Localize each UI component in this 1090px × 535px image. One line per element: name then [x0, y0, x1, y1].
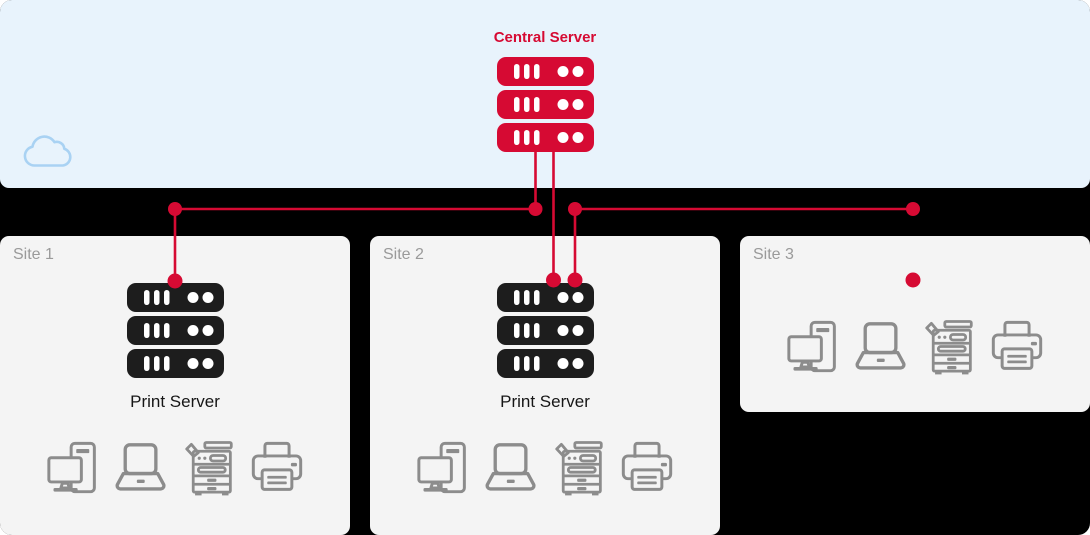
site-panel-3: Site 3: [740, 236, 1090, 412]
cloud-panel: Central Server: [0, 0, 1090, 188]
site-2-label: Site 2: [383, 246, 424, 263]
multifunction-printer-icon: [923, 318, 975, 376]
central-server-icon: [497, 57, 594, 152]
device-row: [370, 439, 720, 497]
desktop-computer-icon: [47, 439, 99, 497]
print-server-label: Print Server: [130, 392, 220, 411]
device-row: [740, 318, 1090, 376]
desktop-computer-icon: [787, 318, 839, 376]
site-panel-1: Site 1 Print Server: [0, 236, 350, 535]
print-server-icon: [127, 283, 224, 378]
central-server-label: Central Server: [493, 29, 597, 46]
print-server-icon: [497, 283, 594, 378]
printer-icon: [621, 439, 673, 497]
cloud-outline-icon: [23, 135, 72, 167]
junction-dot: [168, 202, 182, 216]
laptop-icon: [855, 318, 907, 376]
multifunction-printer-icon: [553, 439, 605, 497]
printer-icon: [251, 439, 303, 497]
desktop-computer-icon: [417, 439, 469, 497]
site-panel-2: Site 2 Print Server: [370, 236, 720, 535]
site-1-label: Site 1: [13, 246, 54, 263]
junction-dot: [568, 202, 582, 216]
print-server-label: Print Server: [500, 392, 590, 411]
site-3-label: Site 3: [753, 246, 794, 263]
laptop-icon: [115, 439, 167, 497]
junction-dot: [528, 202, 543, 216]
laptop-icon: [485, 439, 537, 497]
printer-icon: [991, 318, 1043, 376]
multifunction-printer-icon: [183, 439, 235, 497]
device-row: [0, 439, 350, 497]
junction-dot: [906, 202, 920, 216]
